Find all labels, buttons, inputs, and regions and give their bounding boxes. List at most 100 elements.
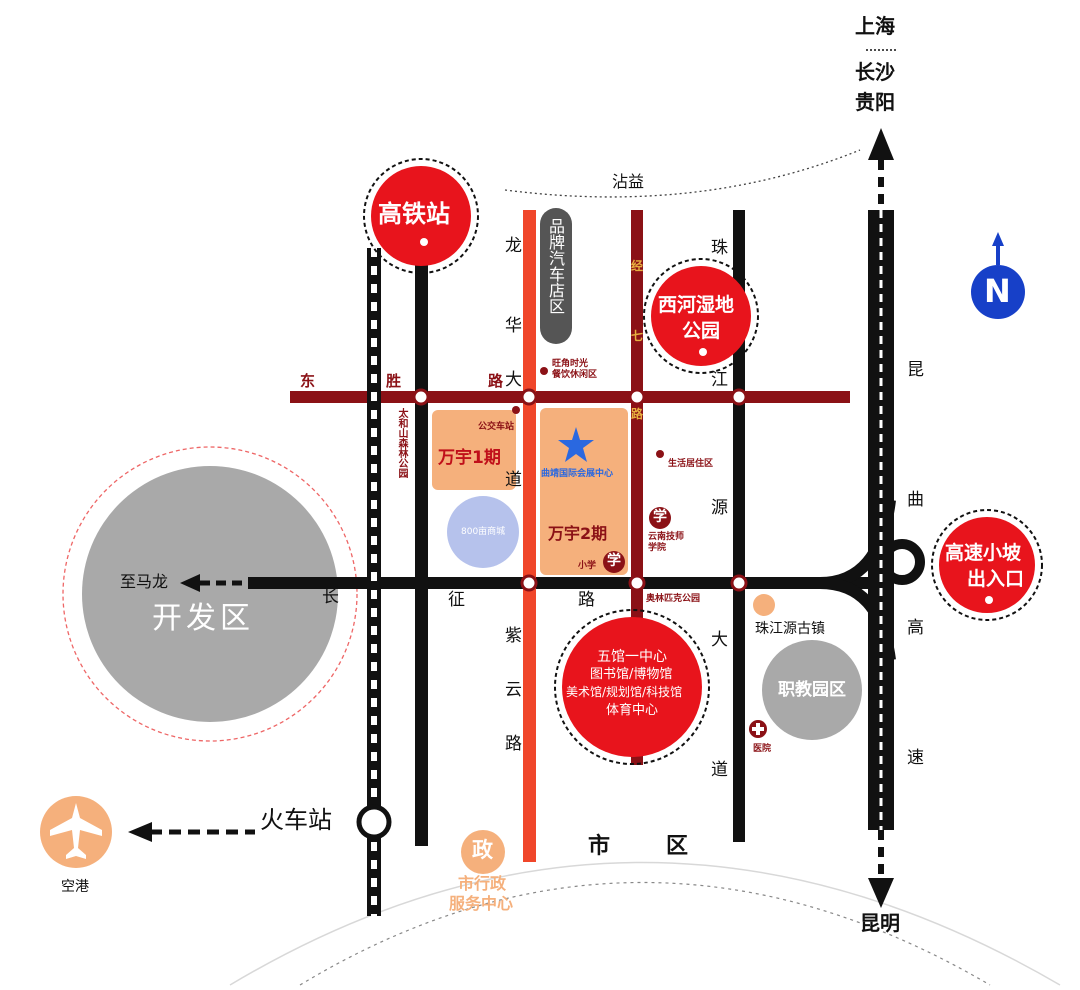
school-icon	[649, 507, 671, 529]
jiangyuan-dot	[753, 594, 775, 616]
road-ziyun-2: 云	[505, 680, 522, 700]
taihe-label: 太和山森林公园	[396, 408, 407, 478]
wuguan-label-3: 美术馆/规划馆/科技馆	[566, 685, 683, 699]
zhijiao-label: 职教园区	[778, 680, 846, 700]
wanyu1-block	[432, 410, 516, 490]
yunnan-label-2: 学院	[648, 543, 667, 553]
node	[628, 574, 646, 592]
airport-arrow-head	[128, 822, 152, 842]
huoche-label: 火车站	[260, 806, 332, 834]
road-changzheng-2: 征	[448, 590, 465, 610]
kaifa-zone-ring	[62, 446, 358, 742]
shixingzheng-label-1: 市行政	[458, 874, 507, 893]
gaosu-label-1: 高速小坡	[945, 542, 1022, 564]
wuguan-label-2: 图书馆/博物馆	[590, 667, 673, 682]
zhujiang-road	[733, 210, 745, 842]
city-guiyang: 贵阳	[855, 90, 895, 114]
wanyu2-block	[540, 408, 628, 575]
wanyu1-label: 万宇1期	[438, 448, 501, 468]
zhimalong-label: 至马龙	[120, 572, 169, 591]
xiaoxue-label: 小学	[578, 561, 597, 571]
gaotie-label: 高铁站	[378, 200, 450, 228]
pinpai-block	[540, 208, 572, 344]
road-kunqu-4: 速	[907, 748, 924, 768]
wangjiao-dot	[540, 367, 548, 375]
road-zhujiang-1: 珠	[711, 238, 728, 258]
road-zhujiang-2: 江	[711, 370, 728, 390]
school-char-2: 学	[607, 553, 621, 569]
wuguan-label-4: 体育中心	[606, 703, 659, 718]
road-longhua-2: 华	[505, 316, 522, 336]
shiqu-label-1: 市	[588, 834, 611, 859]
zhanyi-arc	[504, 149, 861, 198]
road-zhujiang-5: 道	[711, 760, 728, 780]
olympic-label: 奥林匹克公园	[646, 594, 701, 604]
node	[520, 574, 538, 592]
north-label: N	[984, 272, 1011, 310]
city-changsha: 长沙	[855, 60, 895, 84]
gaotie-road	[415, 262, 428, 846]
malong-arrow-head	[180, 574, 200, 592]
road-ziyun-1: 紫	[505, 626, 522, 646]
gaosu-label-2: 出入口	[967, 568, 1025, 590]
gaosu-ring	[931, 509, 1043, 621]
xihe-ring	[643, 258, 759, 374]
wanyu2-label: 万宇2期	[548, 524, 608, 543]
node	[520, 388, 538, 406]
longhua-road	[523, 210, 536, 862]
node	[628, 388, 646, 406]
urban-arc-inner	[299, 881, 991, 986]
wangjiao-label-1: 旺角时光	[552, 359, 589, 369]
city-shanghai: 上海	[855, 14, 895, 38]
railway-bg	[367, 248, 381, 916]
shixingzheng-label-2: 服务中心	[449, 894, 514, 913]
road-jing7-3: 路	[631, 407, 644, 421]
gaotie-circle	[371, 166, 471, 266]
changzheng-road	[248, 577, 868, 589]
city-kunming: 昆明	[860, 911, 900, 935]
bus-dot	[512, 406, 520, 414]
kaifa-zone	[82, 466, 338, 722]
shenghuo-dot	[656, 450, 664, 458]
road-dongsheng-3: 路	[488, 372, 504, 390]
airplane-icon	[50, 803, 102, 859]
road-jing7-1: 经	[631, 259, 644, 273]
hospital-label: 医院	[753, 744, 772, 754]
road-kunqu-2: 曲	[907, 490, 924, 510]
bus-label: 公交车站	[478, 422, 515, 432]
gaosu-white-dot	[985, 596, 993, 604]
road-longhua-3: 大	[505, 370, 522, 390]
kaifa-label: 开发区	[152, 601, 254, 636]
olympic-dot	[633, 596, 641, 604]
gaotie-white-dot	[420, 238, 428, 246]
gaotie-ring	[363, 158, 479, 274]
expo-star-icon	[558, 427, 594, 462]
road-longhua-1: 龙	[505, 236, 522, 256]
mall800-circle	[447, 496, 519, 568]
xihe-white-dot	[699, 348, 707, 356]
school-icon	[603, 551, 625, 573]
urban-arc-outer	[229, 861, 1061, 986]
pinpai-label: 品牌汽车店区	[546, 218, 565, 314]
mall800-label: 800亩商城	[461, 527, 506, 537]
wuguan-ring	[554, 609, 710, 765]
road-zhujiang-3: 源	[711, 498, 728, 518]
xihe-label-1: 西河湿地	[658, 294, 735, 316]
north-pointer-stem	[996, 245, 1000, 265]
shiqu-label-2: 区	[666, 834, 689, 859]
road-jing7-2: 七	[631, 329, 644, 343]
north-pointer-icon	[992, 232, 1004, 246]
xihe-circle	[651, 266, 751, 366]
xihe-label-2: 公园	[682, 320, 721, 342]
north-arrow-head	[868, 128, 894, 160]
hospital-cross-v	[756, 723, 760, 735]
dongsheng-road	[290, 391, 850, 403]
wangjiao-label-2: 餐饮休闲区	[552, 370, 598, 380]
wuguan-label-1: 五馆一中心	[597, 649, 667, 665]
road-kunqu-3: 高	[907, 618, 924, 638]
road-dongsheng-1: 东	[300, 372, 316, 390]
node	[412, 388, 430, 406]
road-changzheng-1: 长	[322, 587, 339, 607]
shenghuo-label: 生活居住区	[668, 459, 714, 469]
